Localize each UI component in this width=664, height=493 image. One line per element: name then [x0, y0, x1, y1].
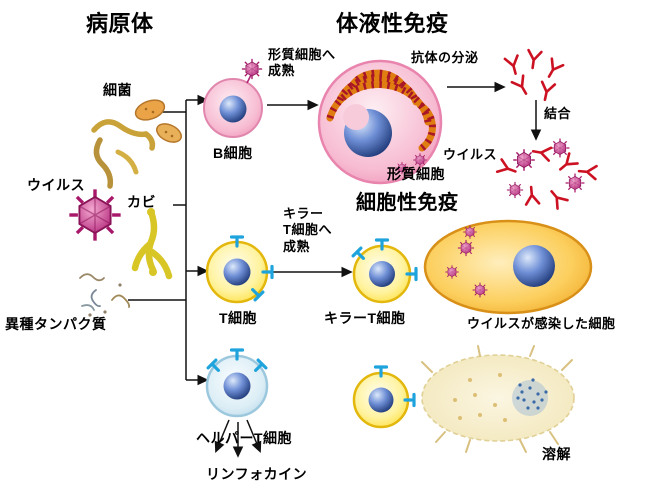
label-t-cell: T細胞	[219, 310, 258, 326]
foreign-protein-illustration	[79, 273, 131, 317]
label-mold: カビ	[127, 194, 156, 210]
label-maturation-to-plasma: 形質細胞へ 成熟	[268, 47, 336, 79]
infected-cell-illustration	[423, 219, 593, 315]
t-cell-illustration	[205, 235, 274, 304]
label-helper-t-cell: ヘルパーT細胞	[196, 430, 293, 446]
virus-antibody-complexes	[495, 137, 598, 210]
label-lymphokine: リンフォカイン	[206, 466, 308, 482]
heading-pathogen: 病原体	[86, 11, 154, 36]
plasma-cell-illustration	[317, 59, 443, 185]
label-virus-left: ウイルス	[27, 177, 85, 193]
arrow-lymphokine-1	[214, 419, 230, 453]
connector-lines	[128, 81, 542, 458]
arrow-lymphokine-3	[246, 419, 262, 453]
b-cell-illustration	[203, 58, 263, 138]
label-lysis: 溶解	[542, 446, 571, 462]
label-bacteria: 細菌	[103, 82, 132, 98]
lysed-cell-illustration	[421, 345, 575, 453]
label-binding: 結合	[544, 106, 572, 121]
helper-t-cell-illustration	[205, 348, 269, 418]
label-b-cell: B細胞	[213, 145, 253, 161]
attacking-killer-t-illustration	[352, 365, 416, 429]
label-antibody-secretion: 抗体の分泌	[411, 50, 479, 65]
antibody-icons	[503, 48, 565, 103]
label-plasma-cell: 形質細胞	[387, 166, 445, 182]
mold-illustration	[131, 208, 173, 280]
label-killer-t-cell: キラーT細胞	[324, 310, 406, 326]
killer-t-cell-illustration	[351, 238, 418, 304]
bacteria-illustration	[91, 99, 183, 189]
label-virus-plasma: ウイルス	[443, 147, 498, 162]
label-infected-cell: ウイルスが感染した細胞	[467, 316, 616, 331]
virus-illustration	[67, 187, 123, 243]
label-foreign-protein: 異種タンパク質	[5, 316, 107, 332]
label-maturation-to-killer: キラー T細胞へ 成熟	[283, 206, 332, 254]
heading-humoral-immunity: 体液性免疫	[336, 11, 449, 36]
heading-cellular-immunity: 細胞性免疫	[356, 192, 459, 214]
